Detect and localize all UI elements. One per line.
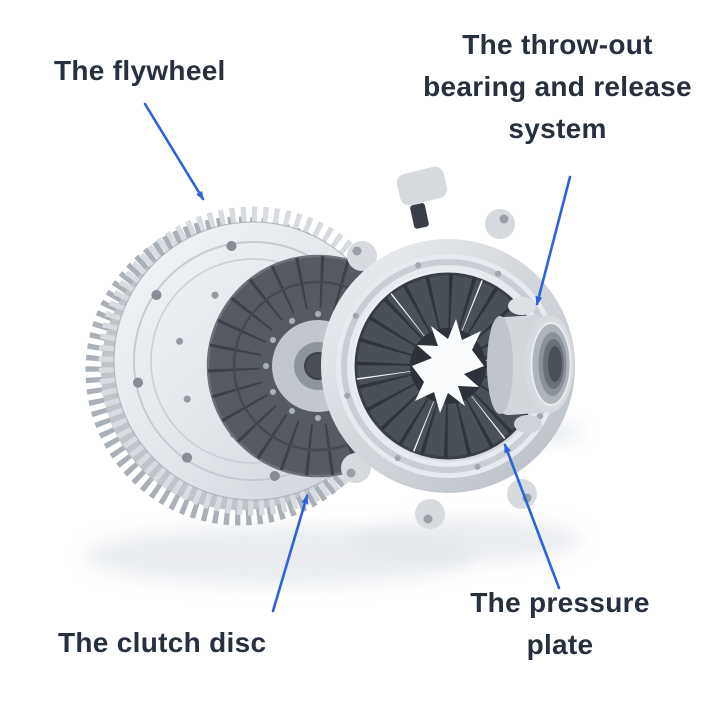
pressure-plate-callout-arrow (503, 443, 561, 590)
throwout-bearing-label: The throw-out bearing and release system (423, 29, 692, 144)
pressure-plate-label: The pressure plate (470, 587, 650, 660)
throwout-bearing-callout-arrow (535, 175, 572, 306)
diaphragm-centre-star (412, 319, 484, 413)
flywheel-label: The flywheel (54, 55, 226, 86)
flywheel-callout-arrow (143, 102, 205, 201)
clutch-disc-callout-arrow (271, 494, 309, 613)
clutch-disc-label: The clutch disc (58, 627, 267, 658)
throwout-bearing-illustration (487, 297, 574, 433)
